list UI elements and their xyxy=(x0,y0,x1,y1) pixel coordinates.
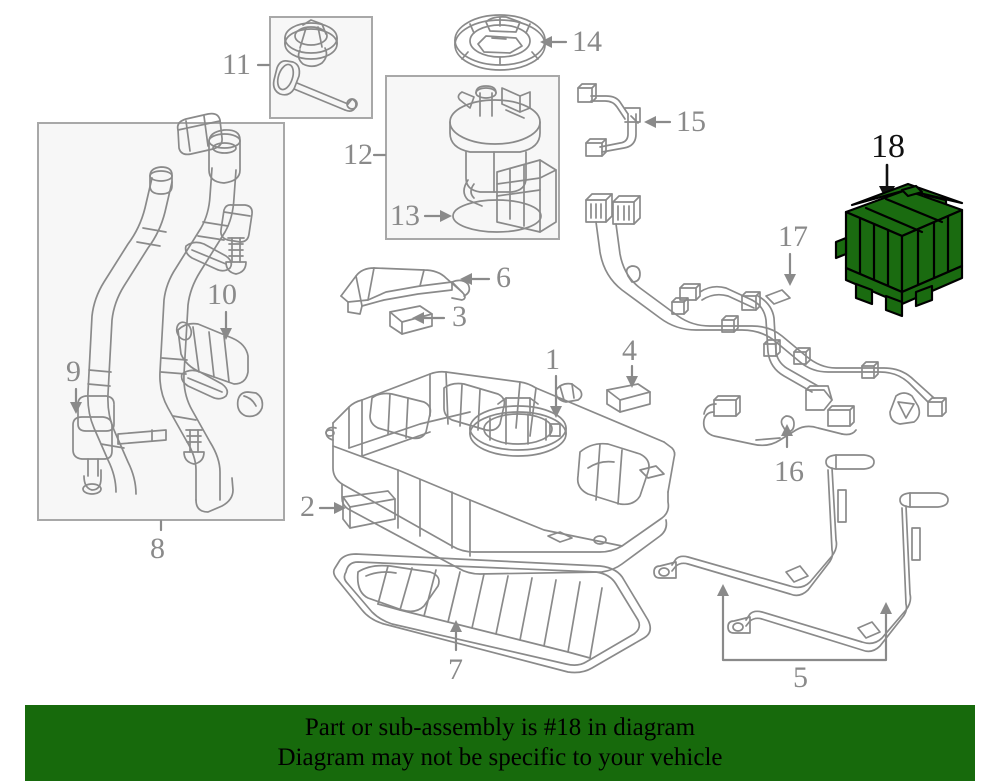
callout-label-11: 11 xyxy=(222,48,251,81)
fuel-cap-assembly xyxy=(272,19,358,112)
fuel-line-upper xyxy=(577,83,641,157)
tank-strap-front xyxy=(653,454,875,597)
callout-leaders xyxy=(70,36,892,662)
callout-label-14: 14 xyxy=(572,25,602,58)
vent-hose xyxy=(702,395,857,447)
callout-label-16: 16 xyxy=(774,455,804,488)
lock-ring xyxy=(454,14,546,71)
heat-shield xyxy=(340,267,471,315)
callout-label-2: 2 xyxy=(300,490,315,523)
callout-label-13: 13 xyxy=(390,199,420,232)
callout-label-1: 1 xyxy=(545,343,560,376)
fuel-feed-line xyxy=(585,193,947,425)
disclaimer-banner: Part or sub-assembly is #18 in diagram D… xyxy=(25,705,975,781)
callout-label-8: 8 xyxy=(150,532,165,565)
group-box-filler-neck xyxy=(37,122,285,521)
fuel-pump-module xyxy=(449,85,557,233)
callout-label-6: 6 xyxy=(496,261,511,294)
callout-label-15: 15 xyxy=(676,105,706,138)
callout-label-5: 5 xyxy=(793,661,808,694)
callout-label-17: 17 xyxy=(778,220,808,253)
banner-line-2: Diagram may not be specific to your vehi… xyxy=(277,744,723,771)
evap-canister-highlight xyxy=(834,163,964,318)
insulator-pad xyxy=(389,305,433,335)
callout-label-4: 4 xyxy=(622,334,637,367)
callout-label-3: 3 xyxy=(452,300,467,333)
callout-label-7: 7 xyxy=(448,653,463,686)
fuel-tank xyxy=(325,370,676,575)
callout-label-18: 18 xyxy=(871,128,905,165)
tank-cover xyxy=(332,553,652,674)
callout-label-9: 9 xyxy=(66,355,81,388)
tank-strap-rear xyxy=(727,492,949,653)
filler-neck-assembly xyxy=(72,112,264,513)
callout-label-10: 10 xyxy=(207,278,237,311)
banner-line-1: Part or sub-assembly is #18 in diagram xyxy=(304,714,696,741)
callout-label-12: 12 xyxy=(343,138,373,171)
cushion-block xyxy=(606,383,651,413)
